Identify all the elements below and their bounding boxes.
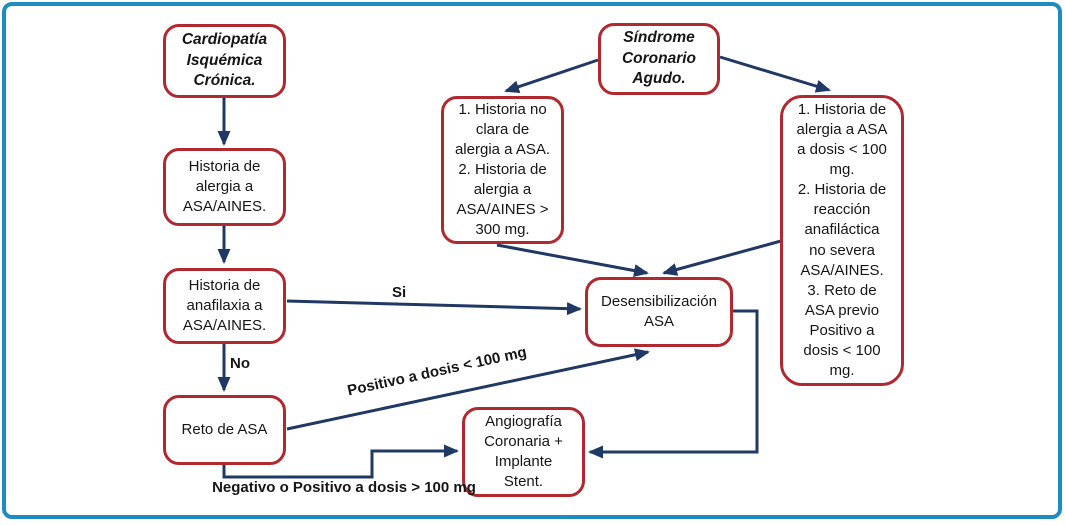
edge-label-no: No [230, 355, 250, 372]
node-historia-alergia: Historia de alergia a ASA/AINES. [163, 148, 286, 226]
edge-label-negativo-positivo-dosis: Negativo o Positivo a dosis > 100 mg [212, 479, 476, 496]
node-historia-no-clara: 1. Historia no clara de alergia a ASA. 2… [441, 96, 564, 244]
node-reto-de-asa: Reto de ASA [163, 395, 286, 465]
node-historia-dosis: 1. Historia de alergia a ASA a dosis < 1… [780, 95, 904, 386]
node-angiografia-coronaria: Angiografía Coronaria + Implante Stent. [462, 407, 585, 497]
node-historia-anafilaxia: Historia de anafilaxia a ASA/AINES. [163, 268, 286, 344]
node-cardiopatia-isquemica-cronica: Cardiopatía Isquémica Crónica. [163, 24, 286, 98]
node-desensibilizacion-asa: Desensibilización ASA [585, 277, 733, 347]
edge-label-si: Si [392, 284, 407, 301]
node-sindrome-coronario-agudo: Síndrome Coronario Agudo. [598, 23, 720, 95]
